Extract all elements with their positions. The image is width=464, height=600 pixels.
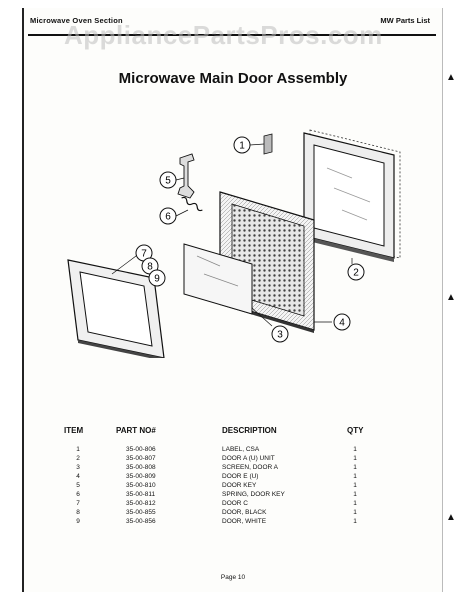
- table-row: 2 35-00-807 DOOR A (U) UNIT 1: [64, 455, 424, 464]
- table-row: 8 35-00-855 DOOR, BLACK 1: [64, 509, 424, 518]
- table-row: 4 35-00-809 DOOR E (U) 1: [64, 473, 424, 482]
- callout-6: 6: [159, 207, 177, 225]
- part-door-a-unit: [303, 129, 401, 262]
- row-item: 1: [76, 446, 80, 453]
- header-part-no: PART NO#: [116, 426, 156, 435]
- exploded-door-diagram: 1 2 3 4 5 6 7 8: [67, 129, 401, 358]
- callout-6-label: 6: [165, 212, 171, 223]
- row-item: 6: [76, 491, 80, 498]
- header-section-title: Microwave Oven Section: [30, 16, 123, 25]
- callout-3: 3: [271, 325, 289, 343]
- row-item: 4: [76, 473, 80, 480]
- row-qty: 1: [353, 482, 357, 489]
- header-qty: QTY: [347, 426, 364, 435]
- row-description: SPRING, DOOR KEY: [222, 491, 285, 498]
- callout-7: 7: [135, 244, 153, 262]
- page-title: Microwave Main Door Assembly: [118, 70, 348, 87]
- callout-4: 4: [333, 313, 351, 331]
- row-part-no: 35-00-806: [126, 446, 156, 453]
- table-row: 6 35-00-811 SPRING, DOOR KEY 1: [64, 491, 424, 500]
- part-door-key: [177, 153, 195, 199]
- row-item: 2: [76, 455, 80, 462]
- row-description: LABEL, CSA: [222, 446, 260, 453]
- row-qty: 1: [353, 455, 357, 462]
- page-number: Page 10: [220, 574, 246, 581]
- header-description: DESCRIPTION: [222, 426, 277, 435]
- table-row: 3 35-00-808 SCREEN, DOOR A 1: [64, 464, 424, 473]
- row-part-no: 35-00-808: [126, 464, 156, 471]
- header-item: ITEM: [64, 426, 84, 435]
- callout-1: 1: [233, 136, 251, 154]
- row-item: 3: [76, 464, 80, 471]
- table-row: 1 35-00-806 LABEL, CSA 1: [64, 446, 424, 455]
- margin-mark-icon: ▲: [446, 72, 456, 83]
- row-part-no: 35-00-807: [126, 455, 156, 462]
- row-description: DOOR A (U) UNIT: [222, 455, 275, 462]
- margin-mark-icon: ▲: [446, 512, 456, 523]
- header-rule: [28, 34, 436, 36]
- row-part-no: 35-00-811: [126, 491, 156, 498]
- row-qty: 1: [353, 446, 357, 453]
- callout-8-label: 8: [147, 262, 153, 273]
- row-qty: 1: [353, 491, 357, 498]
- row-part-no: 35-00-812: [126, 500, 156, 507]
- part-screen: [183, 243, 253, 315]
- part-door-front: [67, 259, 165, 358]
- document-page: Microwave Oven Section MW Parts List App…: [22, 8, 443, 592]
- callout-1-label: 1: [239, 141, 245, 152]
- table-row: 7 35-00-812 DOOR C 1: [64, 500, 424, 509]
- callout-2-label: 2: [353, 268, 359, 279]
- row-description: DOOR, BLACK: [222, 509, 267, 516]
- callout-2: 2: [347, 263, 365, 281]
- part-label-csa: [263, 133, 273, 155]
- callout-7-label: 7: [141, 249, 147, 260]
- header-parts-list-title: MW Parts List: [380, 16, 430, 25]
- callout-9: 9: [148, 269, 166, 287]
- margin-mark-icon: ▲: [446, 292, 456, 303]
- row-qty: 1: [353, 473, 357, 480]
- row-description: DOOR, WHITE: [222, 518, 267, 525]
- row-part-no: 35-00-809: [126, 473, 156, 480]
- watermark: AppliancePartsPros.com: [64, 20, 383, 50]
- row-item: 7: [76, 500, 80, 507]
- row-description: DOOR KEY: [222, 482, 257, 489]
- row-qty: 1: [353, 509, 357, 516]
- row-description: DOOR E (U): [222, 473, 259, 480]
- row-item: 5: [76, 482, 80, 489]
- page-header: Microwave Oven Section MW Parts List: [24, 8, 442, 36]
- table-row: 9 35-00-856 DOOR, WHITE 1: [64, 518, 424, 527]
- callout-3-label: 3: [277, 330, 283, 341]
- row-qty: 1: [353, 518, 357, 525]
- callout-5: 5: [159, 171, 177, 189]
- callout-4-label: 4: [339, 318, 345, 329]
- row-part-no: 35-00-855: [126, 509, 156, 516]
- row-part-no: 35-00-810: [126, 482, 156, 489]
- row-qty: 1: [353, 500, 357, 507]
- row-description: SCREEN, DOOR A: [222, 464, 278, 471]
- callout-5-label: 5: [165, 176, 171, 187]
- row-item: 9: [76, 518, 80, 525]
- row-qty: 1: [353, 464, 357, 471]
- part-spring: [181, 196, 203, 212]
- table-row: 5 35-00-810 DOOR KEY 1: [64, 482, 424, 491]
- callout-9-label: 9: [154, 274, 160, 285]
- row-part-no: 35-00-856: [126, 518, 156, 525]
- row-item: 8: [76, 509, 80, 516]
- row-description: DOOR C: [222, 500, 248, 507]
